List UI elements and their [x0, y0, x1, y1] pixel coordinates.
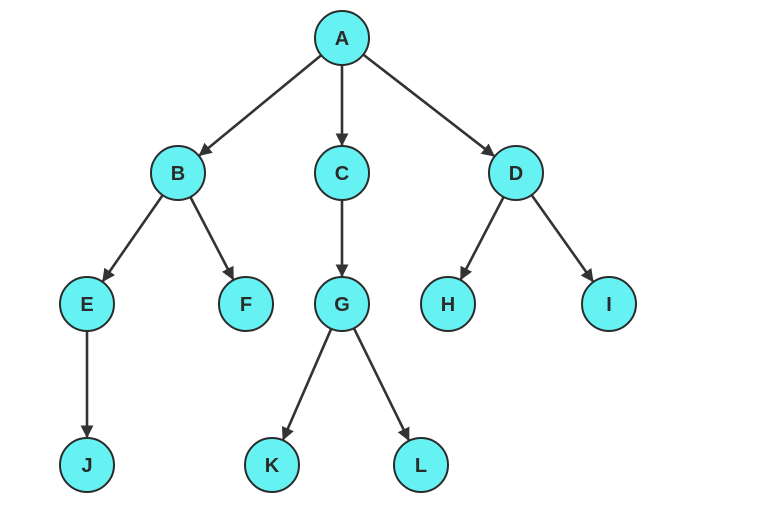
node-e: E: [59, 276, 115, 332]
node-label-i: I: [606, 294, 612, 316]
node-circle-k: [244, 437, 300, 493]
node-label-g: G: [334, 294, 350, 316]
node-label-a: A: [335, 28, 349, 50]
node-circle-g: [314, 276, 370, 332]
node-label-b: B: [171, 163, 185, 185]
node-label-c: C: [335, 163, 349, 185]
node-k: K: [244, 437, 300, 493]
edge-b-e: [101, 194, 164, 283]
edge-g-l: [352, 327, 410, 442]
edge-a-d: [362, 53, 495, 157]
edge-d-h: [459, 196, 505, 281]
node-l: L: [393, 437, 449, 493]
edges: [80, 53, 594, 442]
node-b: B: [150, 145, 206, 201]
node-label-l: L: [415, 455, 427, 477]
node-label-f: F: [240, 294, 252, 316]
node-circle-c: [314, 145, 370, 201]
node-circle-i: [581, 276, 637, 332]
node-label-j: J: [81, 455, 92, 477]
edge-a-b: [198, 54, 323, 157]
edge-d-i: [530, 194, 594, 283]
node-label-e: E: [80, 294, 93, 316]
node-j: J: [59, 437, 115, 493]
node-circle-b: [150, 145, 206, 201]
node-circle-d: [488, 145, 544, 201]
node-circle-a: [314, 10, 370, 66]
node-i: I: [581, 276, 637, 332]
node-g: G: [314, 276, 370, 332]
node-f: F: [218, 276, 274, 332]
node-c: C: [314, 145, 370, 201]
edge-g-k: [281, 328, 333, 441]
node-circle-f: [218, 276, 274, 332]
node-circle-l: [393, 437, 449, 493]
nodes: A B C D E F G H I J K L: [59, 10, 637, 493]
node-a: A: [314, 10, 370, 66]
node-label-d: D: [509, 163, 523, 185]
node-h: H: [420, 276, 476, 332]
node-label-h: H: [441, 294, 455, 316]
node-circle-h: [420, 276, 476, 332]
node-circle-j: [59, 437, 115, 493]
node-d: D: [488, 145, 544, 201]
edge-b-f: [189, 196, 235, 281]
node-label-k: K: [265, 455, 280, 477]
node-circle-e: [59, 276, 115, 332]
